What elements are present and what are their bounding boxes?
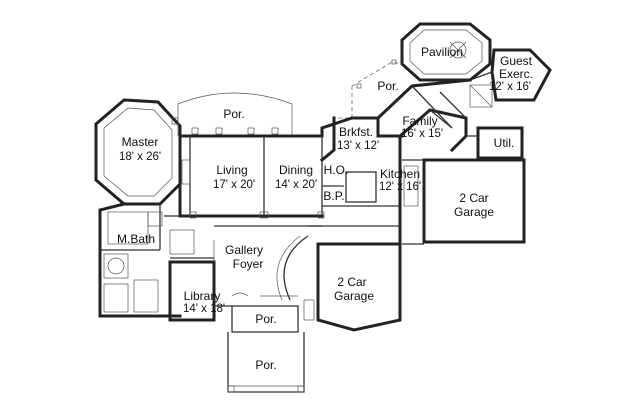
- library-dims: 14' x 18': [183, 303, 225, 315]
- ho-label: H.O.: [324, 163, 349, 177]
- por-rear-label: Por.: [223, 107, 244, 121]
- guest-label: Guest: [500, 54, 533, 68]
- por-upper-label: Por.: [377, 79, 398, 93]
- kitchen-label: Kitchen: [380, 167, 420, 181]
- guest-dims: 12' x 16': [489, 81, 531, 93]
- garage-center-label-2: Garage: [334, 289, 374, 303]
- por-front-label: Por.: [255, 358, 276, 372]
- family-dims: 16' x 15': [401, 128, 443, 140]
- front-porch-structure: [227, 332, 305, 393]
- living-label: Living: [216, 163, 247, 177]
- dining-label: Dining: [279, 163, 313, 177]
- main-structure: [98, 78, 526, 333]
- brkfst-dims: 13' x 12': [337, 140, 379, 152]
- mbath-label: M.Bath: [117, 232, 155, 246]
- living-dims: 17' x 20': [213, 179, 255, 191]
- util-label: Util.: [494, 136, 515, 150]
- library-label: Library: [184, 289, 221, 303]
- gallery-label: Gallery: [225, 243, 263, 257]
- family-label: Family: [402, 114, 437, 128]
- garage-center-label: 2 Car: [337, 275, 366, 289]
- garage-right-label: 2 Car: [459, 191, 488, 205]
- kitchen-dims: 12' x 16': [379, 181, 421, 193]
- garage-right-label-2: Garage: [454, 205, 494, 219]
- master-label: Master: [122, 135, 159, 149]
- por-entry-label: Por.: [255, 312, 276, 326]
- rear-porch-structure: [177, 92, 293, 136]
- brkfst-label: Brkfst.: [339, 125, 373, 139]
- master-dims: 18' x 26': [119, 151, 161, 163]
- guest-structure: [469, 48, 552, 108]
- pavilion-label: Pavilion: [421, 45, 463, 59]
- dining-dims: 14' x 20': [275, 179, 317, 191]
- exerc-label: Exerc.: [499, 67, 533, 81]
- foyer-label: Foyer: [233, 257, 264, 271]
- bp-label: B.P.: [323, 189, 344, 203]
